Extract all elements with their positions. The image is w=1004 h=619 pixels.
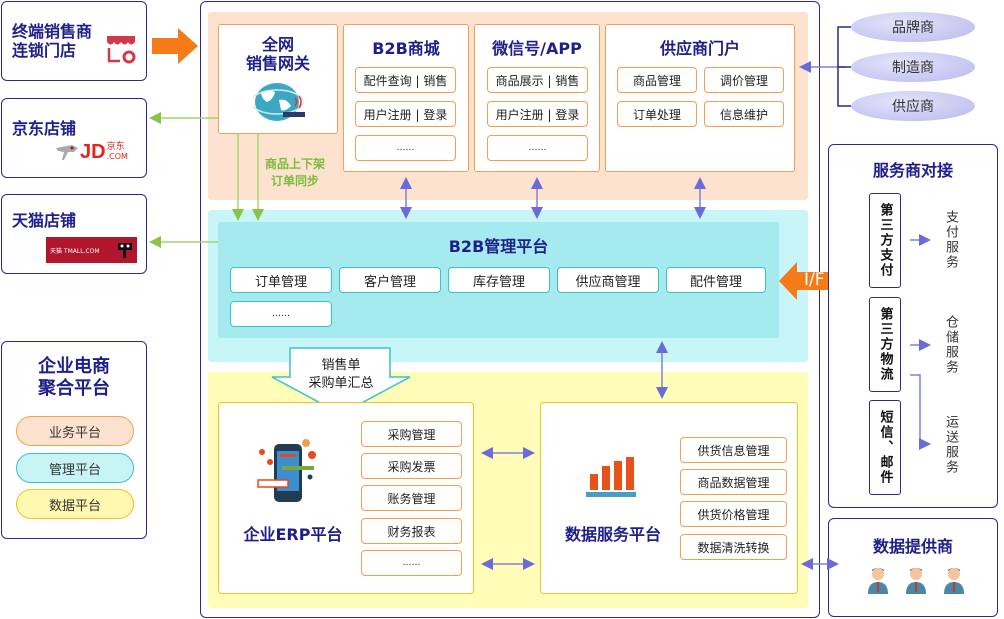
management-item[interactable]: …… xyxy=(230,301,332,327)
b2b-mall-item[interactable]: …… xyxy=(355,135,456,161)
retail-store-card: 终端销售商 连锁门店 xyxy=(1,1,147,81)
tmall-logo: 天猫 TMALL.COM xyxy=(46,237,137,263)
management-item[interactable]: 配件管理 xyxy=(666,267,766,293)
wechat-app-title: 微信号/APP xyxy=(492,39,582,58)
wechat-app-item[interactable]: …… xyxy=(487,135,588,161)
supplier-vendor: 供应商 xyxy=(851,91,975,121)
management-item[interactable]: 库存管理 xyxy=(448,267,550,293)
supplier-portal-item[interactable]: 订单处理 xyxy=(617,101,697,127)
data-service-item[interactable]: 数据清洗转换 xyxy=(680,534,787,560)
legend-title: 企业电商 聚合平台 xyxy=(38,356,110,399)
third-party-payment-box: 第三方支付 xyxy=(869,193,901,288)
erp-item[interactable]: …… xyxy=(361,550,462,576)
jd-store-card: 京东店铺 JD 京东 .COM xyxy=(1,98,147,178)
management-item[interactable]: 客户管理 xyxy=(339,267,441,293)
shipping-service-label: 运送服务 xyxy=(943,415,958,475)
platform-legend-card: 企业电商 聚合平台 业务平台 管理平台 数据平台 xyxy=(1,341,147,539)
erp-item[interactable]: 采购发票 xyxy=(361,453,462,479)
tmall-cat-icon xyxy=(118,243,132,258)
orange-arrow-right-icon xyxy=(152,28,198,64)
person-icon xyxy=(944,568,964,594)
supplier-portal-item[interactable]: 信息维护 xyxy=(704,101,784,127)
erp-item[interactable]: 财务报表 xyxy=(361,518,462,544)
supplier-brand: 品牌商 xyxy=(851,12,975,42)
management-item[interactable]: 供应商管理 xyxy=(557,267,659,293)
service-provider-title: 服务商对接 xyxy=(872,161,953,180)
data-service-item[interactable]: 供货价格管理 xyxy=(680,501,787,527)
erp-title: 企业ERP平台 xyxy=(243,525,343,544)
erp-item[interactable]: 采购管理 xyxy=(361,421,462,447)
erp-item[interactable]: 账务管理 xyxy=(361,485,462,511)
legend-management-platform: 管理平台 xyxy=(16,453,134,483)
supplier-portal-item[interactable]: 商品管理 xyxy=(617,67,697,93)
management-item[interactable]: 订单管理 xyxy=(230,267,332,293)
b2b-mall-title: B2B商城 xyxy=(372,39,440,58)
data-service-item[interactable]: 商品数据管理 xyxy=(680,469,787,495)
supplier-portal-box: 供应商门户 xyxy=(605,24,795,172)
b2b-mall-item[interactable]: 用户注册 | 登录 xyxy=(355,101,456,127)
summary-down-arrow xyxy=(271,347,411,415)
bar-chart-icon xyxy=(586,457,636,497)
supplier-manufacturer: 制造商 xyxy=(851,52,975,82)
wechat-app-item[interactable]: 用户注册 | 登录 xyxy=(487,101,588,127)
retail-title: 终端销售商 连锁门店 xyxy=(12,22,93,60)
jd-logo: JD 京东 .COM xyxy=(54,139,138,165)
storefront-icon xyxy=(107,36,136,64)
legend-business-platform: 业务平台 xyxy=(16,416,134,446)
legend-data-platform: 数据平台 xyxy=(16,489,134,519)
interface-label: I/F xyxy=(804,270,825,290)
mobile-app-icon xyxy=(257,439,316,502)
data-provider-title: 数据提供商 xyxy=(872,537,953,556)
person-icon xyxy=(868,568,888,594)
wechat-app-item[interactable]: 商品展示 | 销售 xyxy=(487,67,588,93)
data-service-item[interactable]: 供货信息管理 xyxy=(680,437,787,463)
summary-label: 销售单 采购单汇总 xyxy=(308,358,374,391)
data-service-box xyxy=(540,402,798,594)
payment-service-label: 支付服务 xyxy=(943,210,958,270)
tmall-store-card: 天猫店铺 天猫 TMALL.COM xyxy=(1,194,147,274)
data-service-title: 数据服务平台 xyxy=(564,525,661,544)
interface-double-arrow-icon xyxy=(779,262,859,300)
third-party-logistics-box: 第三方物流 xyxy=(869,297,901,392)
sync-label: 商品上下架 订单同步 xyxy=(265,157,326,188)
tmall-title: 天猫店铺 xyxy=(12,211,77,230)
person-icon xyxy=(906,568,926,594)
b2b-management-title: B2B管理平台 xyxy=(448,237,549,256)
supplier-portal-item[interactable]: 调价管理 xyxy=(704,67,784,93)
jd-title: 京东店铺 xyxy=(12,119,77,138)
warehouse-service-label: 仓储服务 xyxy=(943,315,958,375)
sms-email-box: 短信、邮件 xyxy=(869,400,901,495)
jd-dog-icon xyxy=(56,145,78,160)
sales-gateway-box: 全网 销售网关 xyxy=(218,24,338,134)
supplier-portal-title: 供应商门户 xyxy=(659,39,740,58)
service-provider-card: 服务商对接 xyxy=(828,144,998,508)
b2b-mall-item[interactable]: 配件查询 | 销售 xyxy=(355,67,456,93)
globe-icon xyxy=(253,83,305,121)
